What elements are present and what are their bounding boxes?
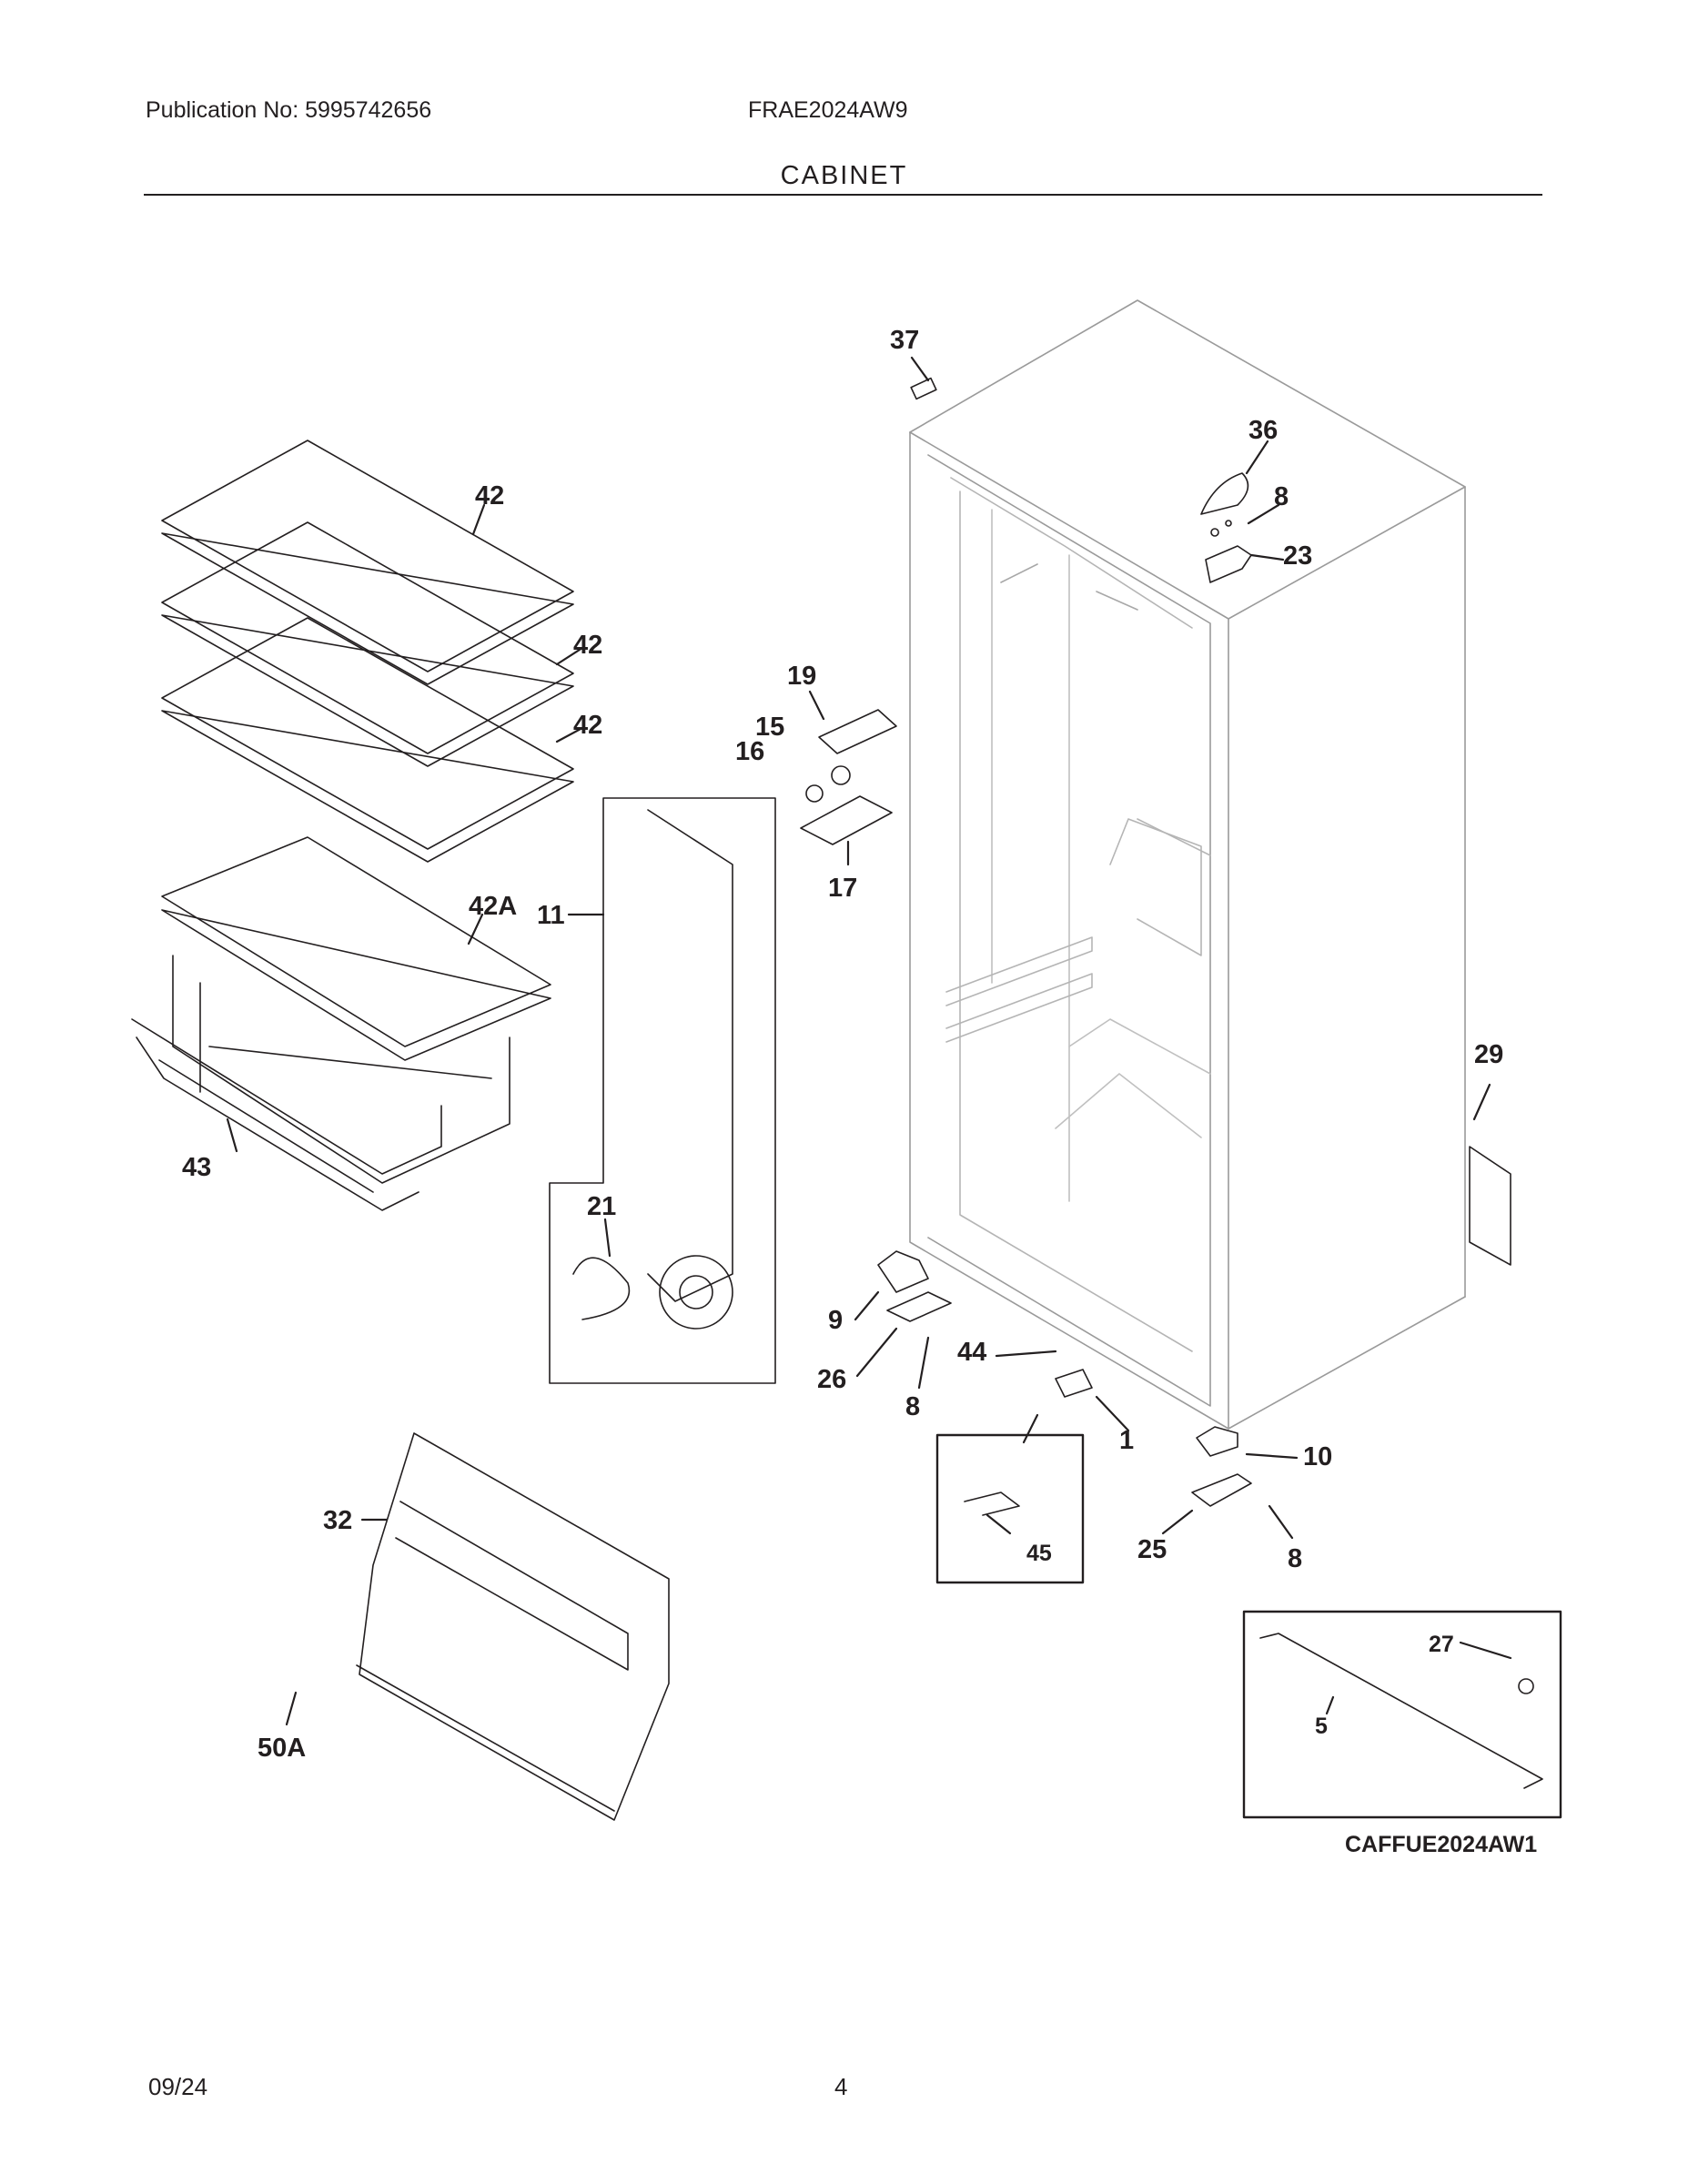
cabinet-body bbox=[909, 299, 1466, 1430]
callout-10: 10 bbox=[1303, 1442, 1332, 1471]
publication-number: Publication No: 5995742656 bbox=[146, 97, 432, 123]
callout-26: 26 bbox=[817, 1365, 846, 1394]
callout-36: 36 bbox=[1248, 416, 1278, 445]
callout-42-bottom: 42 bbox=[573, 711, 602, 740]
callout-50A: 50A bbox=[258, 1734, 306, 1763]
callout-42A: 42A bbox=[469, 892, 517, 921]
top-hinge-parts bbox=[910, 377, 1252, 583]
callout-8-bottom-left: 8 bbox=[905, 1392, 920, 1421]
callout-9: 9 bbox=[828, 1306, 843, 1335]
kickplate bbox=[356, 1432, 670, 1821]
callout-19: 19 bbox=[787, 662, 816, 691]
leader-lines bbox=[226, 356, 1512, 1726]
callout-17: 17 bbox=[828, 874, 857, 903]
callout-15: 15 bbox=[755, 713, 784, 742]
header-divider bbox=[144, 194, 1542, 196]
evaporator-cover-box bbox=[549, 797, 776, 1384]
callout-25: 25 bbox=[1137, 1535, 1167, 1564]
model-number: FRAE2024AW9 bbox=[748, 97, 908, 123]
callout-32: 32 bbox=[323, 1506, 352, 1535]
callout-42-middle: 42 bbox=[573, 631, 602, 660]
callout-43: 43 bbox=[182, 1153, 211, 1182]
callout-5: 5 bbox=[1315, 1714, 1328, 1739]
callout-labels: 37 36 8 23 42 42 42 42A 43 11 21 19 15 1… bbox=[182, 326, 1537, 1857]
page-number: 4 bbox=[834, 2073, 848, 2100]
callout-21: 21 bbox=[587, 1192, 616, 1221]
callout-27: 27 bbox=[1429, 1632, 1454, 1657]
glass-shelves bbox=[161, 440, 574, 1061]
callout-44: 44 bbox=[957, 1338, 986, 1367]
bottom-hinge-parts bbox=[877, 1250, 1252, 1507]
inset-box-45 bbox=[935, 1433, 1085, 1584]
light-housing-parts bbox=[800, 709, 897, 845]
diagram-code: CAFFUE2024AW1 bbox=[1345, 1832, 1537, 1857]
section-title: CABINET bbox=[780, 161, 908, 190]
callout-1: 1 bbox=[1119, 1426, 1134, 1455]
rear-bracket bbox=[1469, 1146, 1511, 1266]
callout-8-bottom-right: 8 bbox=[1288, 1544, 1302, 1573]
callout-16: 16 bbox=[735, 737, 764, 766]
callout-45: 45 bbox=[1026, 1541, 1052, 1566]
callout-42-top: 42 bbox=[475, 481, 504, 511]
footer-date: 09/24 bbox=[148, 2073, 208, 2100]
callout-8-top: 8 bbox=[1274, 482, 1289, 511]
callout-23: 23 bbox=[1283, 541, 1312, 571]
wire-basket bbox=[131, 955, 510, 1211]
inset-box-handle bbox=[1242, 1610, 1562, 1819]
callout-29: 29 bbox=[1474, 1040, 1503, 1069]
callout-11: 11 bbox=[537, 901, 565, 930]
callout-37: 37 bbox=[890, 326, 919, 355]
